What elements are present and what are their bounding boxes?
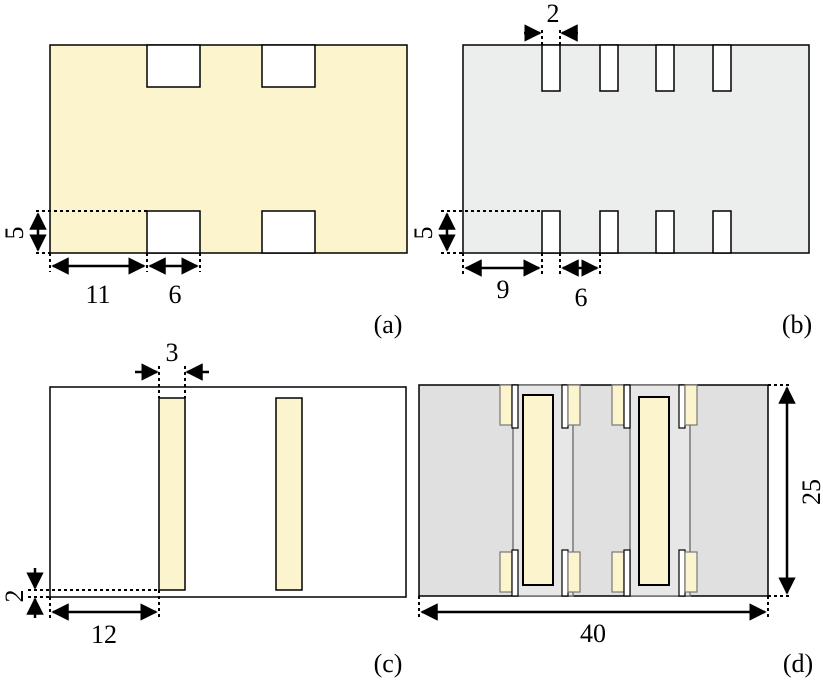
panel-b-slot bbox=[541, 210, 561, 254]
panel-d-strip bbox=[638, 396, 670, 586]
panel-d-tab bbox=[567, 384, 581, 426]
panel-d-strip bbox=[522, 394, 554, 586]
panel-d-dim-width: 40 bbox=[580, 619, 606, 648]
panel-a-dim-right: 6 bbox=[169, 280, 182, 309]
panel-b-substrate bbox=[462, 44, 810, 254]
panel-a-notch bbox=[146, 44, 201, 88]
panel-b-caption: (b) bbox=[782, 310, 812, 339]
panel-d: 25 40 (d) bbox=[418, 384, 823, 678]
panel-d-tab bbox=[611, 551, 625, 593]
panel-d-tab bbox=[684, 384, 698, 426]
panel-d-tab bbox=[499, 551, 513, 593]
panel-c-dim-left: 12 bbox=[91, 620, 117, 649]
panel-b-slot bbox=[655, 44, 675, 92]
panel-a-notch bbox=[261, 44, 316, 88]
panel-a-substrate bbox=[49, 44, 408, 254]
panel-d-dim-height: 25 bbox=[797, 479, 823, 505]
panel-b-slot bbox=[712, 210, 732, 254]
panel-c-dim-vertical: 2 bbox=[0, 590, 29, 603]
panel-a-dim-left: 11 bbox=[85, 280, 110, 309]
panel-b-dim-vertical: 5 bbox=[409, 227, 438, 240]
panel-d-caption: (d) bbox=[783, 649, 813, 678]
panel-a-caption: (a) bbox=[374, 310, 403, 339]
panel-d-tab bbox=[684, 551, 698, 593]
panel-d-tab bbox=[567, 551, 581, 593]
panel-b-dim-top: 2 bbox=[547, 0, 560, 28]
panel-a-dim-vertical: 5 bbox=[0, 227, 29, 240]
panel-b-dim-left: 9 bbox=[497, 275, 510, 304]
panel-a: 5 11 6 (a) bbox=[0, 44, 408, 339]
panel-d-substrate bbox=[418, 384, 769, 597]
panel-c-strip bbox=[158, 397, 186, 591]
panel-c-substrate bbox=[49, 386, 407, 598]
panel-d-tab bbox=[611, 384, 625, 426]
panel-b-slot bbox=[599, 44, 619, 92]
panel-b: 2 5 9 6 (b) bbox=[409, 0, 812, 339]
panel-b-dim-right: 6 bbox=[575, 283, 588, 312]
panel-b-slot bbox=[599, 210, 619, 254]
panel-c: 3 2 12 (c) bbox=[0, 338, 407, 678]
panel-c-dim-top: 3 bbox=[166, 338, 179, 367]
panel-c-caption: (c) bbox=[374, 649, 403, 678]
panel-b-slot bbox=[541, 44, 561, 92]
panel-a-notch bbox=[146, 210, 201, 254]
panel-b-slot bbox=[655, 210, 675, 254]
panel-d-tab bbox=[499, 384, 513, 426]
panel-b-slot bbox=[712, 44, 732, 92]
panel-a-notch bbox=[261, 210, 316, 254]
panel-c-strip bbox=[275, 397, 303, 591]
